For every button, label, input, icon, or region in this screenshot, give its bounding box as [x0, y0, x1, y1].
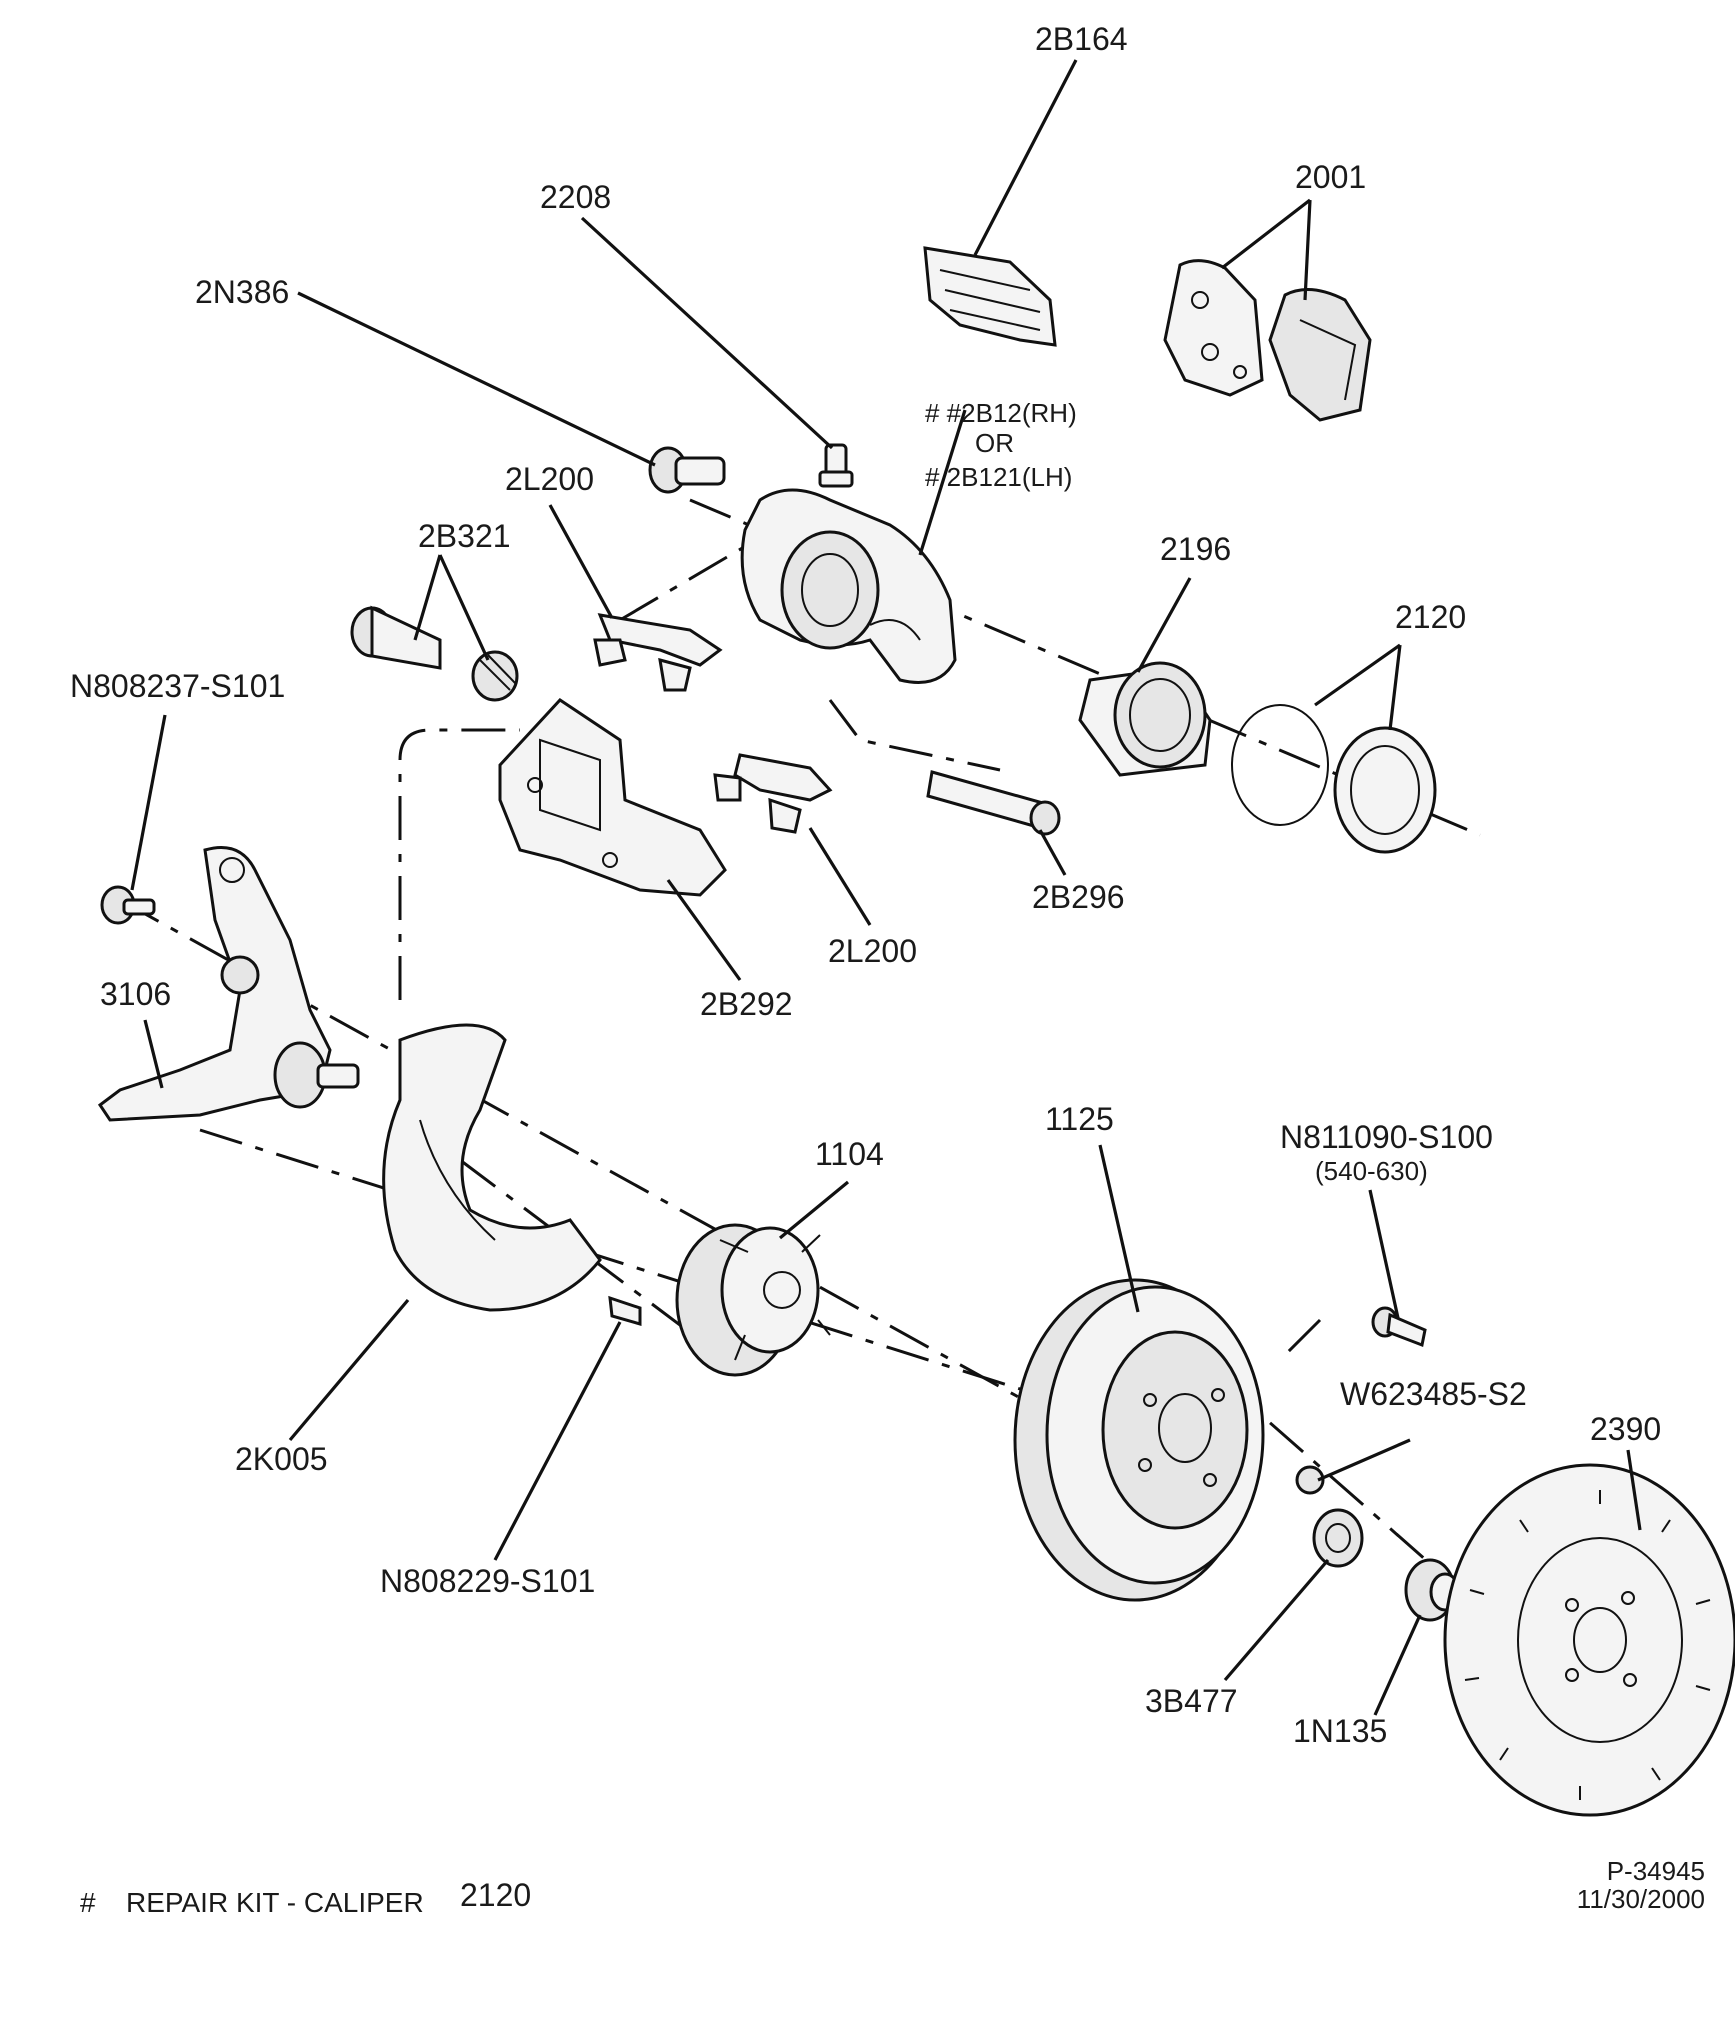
part-3b477-nut [1312, 1508, 1364, 1568]
label-w623485: W623485-S2 [1340, 1376, 1527, 1412]
label-2001: 2001 [1295, 159, 1366, 195]
label-1n135: 1N135 [1293, 1713, 1387, 1749]
drawing-date: 11/30/2000 [1577, 1884, 1705, 1914]
label-3106: 3106 [100, 976, 171, 1012]
label-2b292: 2B292 [700, 986, 793, 1022]
part-2b321-pin [350, 605, 519, 702]
label-2l200-upper: 2L200 [505, 461, 594, 497]
label-3b477: 3B477 [1145, 1683, 1238, 1719]
label-2l200-lower: 2L200 [828, 933, 917, 969]
label-caliper-lh: # 2B121(LH) [925, 462, 1072, 492]
part-2b292-bracket [498, 698, 727, 897]
part-3106-knuckle [97, 846, 360, 1122]
part-n808237-bolt [100, 885, 156, 925]
label-2120: 2120 [1395, 599, 1466, 635]
part-2001-pads [1163, 259, 1372, 422]
drawing-info: P-34945 11/30/2000 [1577, 1856, 1705, 1914]
label-2b164: 2B164 [1035, 21, 1128, 57]
part-2b296-pin [926, 770, 1061, 836]
label-2k005: 2K005 [235, 1441, 328, 1477]
part-labels: 2B164 2001 2208 2N386 # #2B12(RH) OR # 2… [70, 21, 1661, 1749]
part-1125-rotor [1013, 1278, 1265, 1602]
part-2b164-clip [923, 246, 1057, 347]
footnote-text: REPAIR KIT - CALIPER [126, 1887, 424, 1918]
label-2208: 2208 [540, 179, 611, 215]
label-2196: 2196 [1160, 531, 1231, 567]
label-1104: 1104 [815, 1136, 884, 1172]
label-2390: 2390 [1590, 1411, 1661, 1447]
part-n811090-bolt [1371, 1306, 1427, 1348]
label-2b296: 2B296 [1032, 879, 1125, 915]
label-caliper-or: OR [975, 428, 1014, 458]
label-n811090-range: (540-630) [1315, 1156, 1428, 1186]
label-n808229: N808229-S101 [380, 1563, 595, 1599]
part-n808229-bolt [608, 1295, 642, 1326]
part-w623485-nut [1295, 1465, 1325, 1495]
leader-lines [130, 59, 1642, 1716]
label-n808237: N808237-S101 [70, 668, 285, 704]
label-caliper-rh: # #2B12(RH) [925, 398, 1077, 428]
label-1125: 1125 [1045, 1101, 1114, 1137]
part-2120-seals [1231, 704, 1437, 854]
part-2208-bleeder [818, 443, 854, 488]
part-2390-disc [1443, 1463, 1735, 1817]
label-2b321: 2B321 [418, 518, 511, 554]
part-2l200-upper [593, 613, 723, 692]
label-n811090: N811090-S100 [1280, 1119, 1493, 1155]
part-1104-hub [675, 1223, 831, 1377]
footnote-part: 2120 [460, 1877, 531, 1913]
part-2k005-shield [382, 1023, 602, 1312]
footnote: # REPAIR KIT - CALIPER 2120 [80, 1877, 531, 1918]
part-caliper [740, 488, 957, 684]
label-2n386: 2N386 [195, 274, 289, 310]
drawing-number: P-34945 [1607, 1856, 1705, 1886]
part-2l200-lower [713, 753, 833, 834]
part-2196-piston [1078, 661, 1212, 777]
footnote-mark: # [80, 1887, 96, 1918]
part-2n386-bolt [648, 446, 726, 494]
